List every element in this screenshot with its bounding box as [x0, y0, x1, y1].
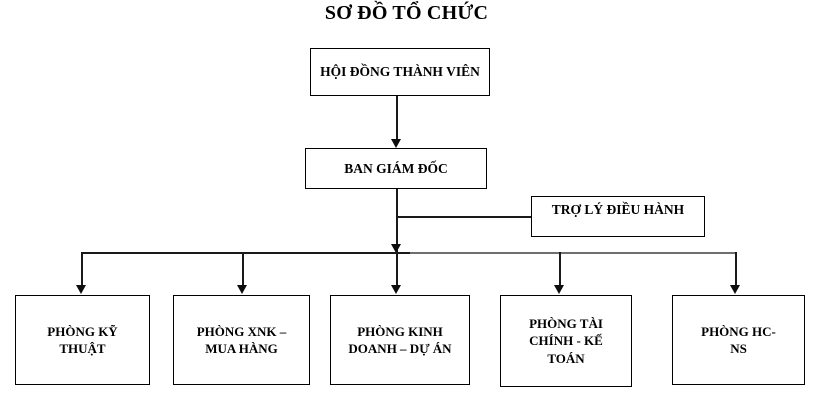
connector-bgd-spine	[396, 189, 398, 253]
node-label: BAN GIÁM ĐỐC	[344, 160, 448, 176]
arrowhead-xnk	[237, 285, 247, 294]
node-ban-giam-doc[interactable]: BAN GIÁM ĐỐC	[305, 148, 487, 189]
connector-hdtv-to-bgd	[396, 96, 398, 142]
node-label: PHÒNG TÀI CHÍNH - KẾ TOÁN	[529, 316, 603, 366]
connector-bus-right	[410, 252, 737, 254]
arrowhead-bus-center	[391, 244, 401, 253]
connector-bus-left	[82, 252, 482, 254]
node-label: HỘI ĐỒNG THÀNH VIÊN	[320, 64, 480, 80]
arrowhead-bgd	[391, 139, 401, 148]
node-label: PHÒNG KỸ THUẬT	[47, 323, 118, 356]
node-hoi-dong-thanh-vien[interactable]: HỘI ĐỒNG THÀNH VIÊN	[310, 48, 490, 96]
node-label: PHÒNG KINH DOANH – DỰ ÁN	[348, 323, 452, 356]
node-tro-ly-dieu-hanh[interactable]: TRỢ LÝ ĐIỀU HÀNH	[531, 196, 705, 237]
arrowhead-ky-thuat	[76, 285, 86, 294]
connector-drop-hc-ns	[735, 252, 737, 288]
connector-drop-ky-thuat	[81, 252, 83, 288]
arrowhead-hc-ns	[730, 285, 740, 294]
node-phong-kinh-doanh-du-an[interactable]: PHÒNG KINH DOANH – DỰ ÁN	[330, 295, 470, 385]
node-phong-hc-ns[interactable]: PHÒNG HC- NS	[672, 295, 805, 385]
node-phong-ky-thuat[interactable]: PHÒNG KỸ THUẬT	[15, 295, 150, 385]
node-phong-xnk-mua-hang[interactable]: PHÒNG XNK – MUA HÀNG	[173, 295, 310, 385]
node-label: PHÒNG HC- NS	[701, 323, 776, 356]
connector-bgd-to-tro-ly	[396, 216, 532, 218]
connector-drop-xnk	[242, 252, 244, 288]
page-title: SƠ ĐỒ TỔ CHỨC	[324, 2, 489, 24]
arrowhead-kinh-doanh	[391, 285, 401, 294]
node-label: PHÒNG XNK – MUA HÀNG	[196, 323, 287, 356]
node-label: TRỢ LÝ ĐIỀU HÀNH	[551, 202, 685, 217]
connector-drop-kinh-doanh	[396, 252, 398, 288]
arrowhead-tai-chinh	[554, 285, 564, 294]
node-phong-tai-chinh-ke-toan[interactable]: PHÒNG TÀI CHÍNH - KẾ TOÁN	[500, 295, 632, 387]
connector-drop-tai-chinh	[559, 252, 561, 288]
